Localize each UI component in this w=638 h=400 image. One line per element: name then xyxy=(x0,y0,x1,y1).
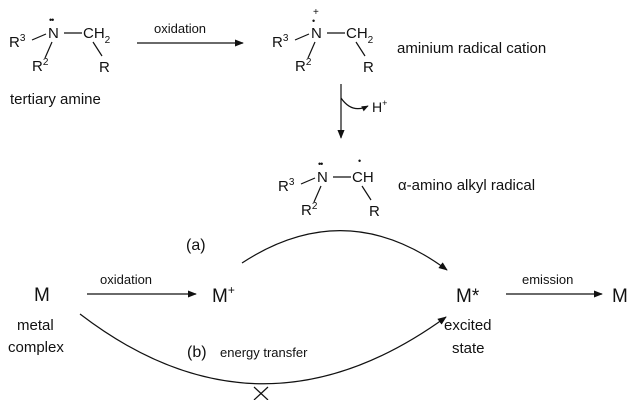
bond-r3-n xyxy=(294,33,310,41)
plus-charge: + xyxy=(313,7,319,18)
alpha-amino-alkyl-radical-structure: R3 N •• CH • R2 R xyxy=(278,156,380,220)
bond-ch2-r xyxy=(355,41,366,57)
nitrogen-atom: N xyxy=(317,169,328,186)
ch2-group: CH2 xyxy=(346,25,374,46)
oxidation-label-top: oxidation xyxy=(154,21,206,36)
excited-metal-symbol: M* xyxy=(456,286,480,307)
lone-pair: •• xyxy=(49,15,54,25)
metal-label: metal xyxy=(17,317,54,334)
r-atom: R xyxy=(99,59,110,76)
tertiary-amine-structure: R3 N •• CH2 R2 R xyxy=(9,15,111,76)
r-atom: R xyxy=(369,203,380,220)
r3-atom: R3 xyxy=(272,33,289,51)
bond-ch2-r xyxy=(92,41,103,57)
ch-group: CH xyxy=(352,169,374,186)
tertiary-amine-label: tertiary amine xyxy=(10,91,101,108)
bond-n-r2 xyxy=(307,41,316,59)
radical-dot: • xyxy=(358,156,361,166)
aminium-radical-cation-structure: R3 N + • CH2 R2 R xyxy=(272,7,374,76)
ch2-group: CH2 xyxy=(83,25,111,46)
r2-atom: R2 xyxy=(301,201,318,219)
nitrogen-atom: N xyxy=(48,25,59,42)
path-a-label: (a) xyxy=(186,237,206,254)
bond-n-r2 xyxy=(313,185,322,203)
bond-r3-n xyxy=(31,33,47,41)
bond-n-r2 xyxy=(44,41,53,59)
state-label: state xyxy=(452,340,485,357)
excited-label: excited xyxy=(444,317,492,334)
r2-atom: R2 xyxy=(295,57,312,75)
path-b-label: (b) xyxy=(187,344,207,361)
oxidation-label-bottom: oxidation xyxy=(100,272,152,287)
emission-label: emission xyxy=(522,272,573,287)
nitrogen-atom: N xyxy=(311,25,322,42)
ground-state-metal-symbol: M xyxy=(612,286,628,307)
complex-label: complex xyxy=(8,339,64,356)
r2-atom: R2 xyxy=(32,57,49,75)
proton-loss-arrow xyxy=(340,97,369,112)
blocked-pathway-cross xyxy=(253,386,269,400)
alpha-amino-alkyl-radical-label: α-amino alkyl radical xyxy=(398,177,535,194)
proton-label: H+ xyxy=(372,98,387,115)
path-b-arrow xyxy=(79,313,447,385)
bond-r3-n xyxy=(300,177,316,185)
energy-transfer-label: energy transfer xyxy=(220,345,308,360)
r3-atom: R3 xyxy=(9,33,26,51)
r-atom: R xyxy=(363,59,374,76)
lone-pair: •• xyxy=(318,159,323,169)
r3-atom: R3 xyxy=(278,177,295,195)
oxidized-metal-symbol: M+ xyxy=(212,283,235,307)
radical-dot: • xyxy=(312,16,315,26)
bond-ch-r xyxy=(361,185,372,201)
aminium-radical-cation-label: aminium radical cation xyxy=(397,40,546,57)
metal-complex-symbol: M xyxy=(34,285,50,306)
path-a-arrow xyxy=(241,230,448,271)
